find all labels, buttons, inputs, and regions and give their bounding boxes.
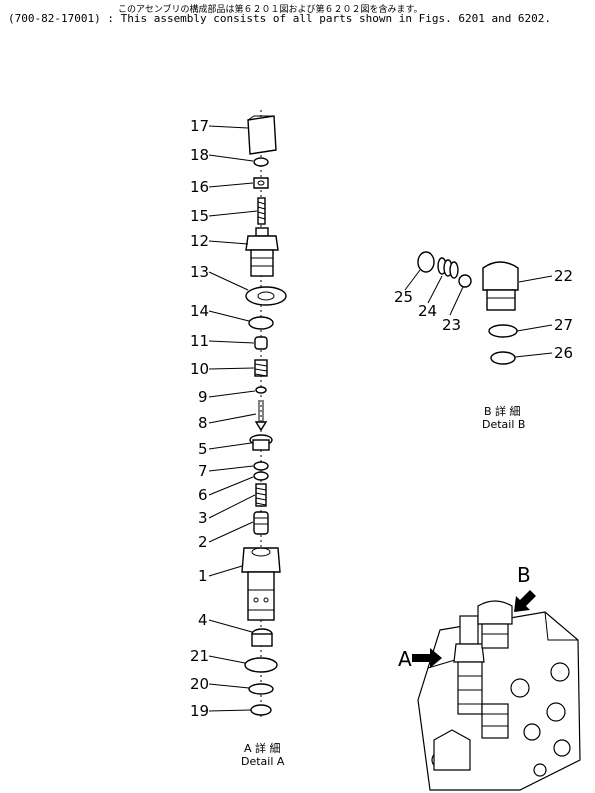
part-22-plug [482,261,519,311]
label-17: 17 [190,117,209,135]
label-10: 10 [190,360,209,378]
label-27: 27 [554,316,573,334]
part-11-seat [254,336,268,350]
part-3-spring [255,483,267,507]
label-15: 15 [190,207,209,225]
valve-assembly-drawing [417,600,581,791]
arrow-b-icon [514,590,536,612]
part-25-ring [417,251,435,273]
label-5: 5 [198,440,208,458]
label-6: 6 [198,486,208,504]
part-8-needle [254,400,268,432]
label-16: 16 [190,178,209,196]
part-18-ring [253,157,269,167]
detail-b-leaders [404,269,553,358]
label-25: 25 [394,288,413,306]
part-13-locknut [245,286,287,306]
label-2: 2 [198,533,208,551]
part-4-plug [251,628,273,647]
arrow-a-icon [412,648,442,668]
label-3: 3 [198,509,208,527]
label-24: 24 [418,302,437,320]
label-4: 4 [198,611,208,629]
detail-a-caption-jp: A 詳 細 [244,741,281,755]
label-14: 14 [190,302,209,320]
label-8: 8 [198,414,208,432]
part-27-oring [488,324,518,338]
label-20: 20 [190,675,209,693]
part-23-ball [458,274,472,288]
label-9: 9 [198,388,208,406]
marker-b: B [517,563,531,587]
part-15-screw [257,197,266,225]
header-japanese-note: このアセンブリの構成部品は第６２０１図および第６２０２図を含みます。 [118,5,423,15]
part-7-ring [253,461,269,471]
label-23: 23 [442,316,461,334]
label-18: 18 [190,146,209,164]
part-9-ring [255,386,267,394]
part-12-plug [245,227,279,277]
part-26-oring [490,351,516,365]
label-11: 11 [190,332,209,350]
header-english-note: (700-82-17001) : This assembly consists … [8,12,552,25]
detail-b-caption-jp: B 詳 細 [484,404,521,418]
part-1-valve-body [241,547,281,621]
label-26: 26 [554,344,573,362]
part-21-oring [244,657,278,673]
label-7: 7 [198,462,208,480]
part-10-spring [254,359,268,377]
label-13: 13 [190,263,209,281]
marker-a: A [398,647,412,671]
detail-a-caption-en: Detail A [241,755,285,768]
label-12: 12 [190,232,209,250]
label-21: 21 [190,647,209,665]
label-22: 22 [554,267,573,285]
part-14-oring [248,316,274,330]
part-16-nut [253,177,269,189]
part-6-ring [253,471,269,481]
label-1: 1 [198,567,208,585]
part-5-seat [249,434,273,451]
part-2-poppet [253,511,269,535]
part-17-cap [247,115,277,155]
label-19: 19 [190,702,209,720]
detail-a-leaders [208,125,258,712]
part-19-oring [250,704,272,716]
part-24-spring [437,257,459,279]
detail-b-caption-en: Detail B [482,418,525,431]
part-20-oring [248,683,274,695]
